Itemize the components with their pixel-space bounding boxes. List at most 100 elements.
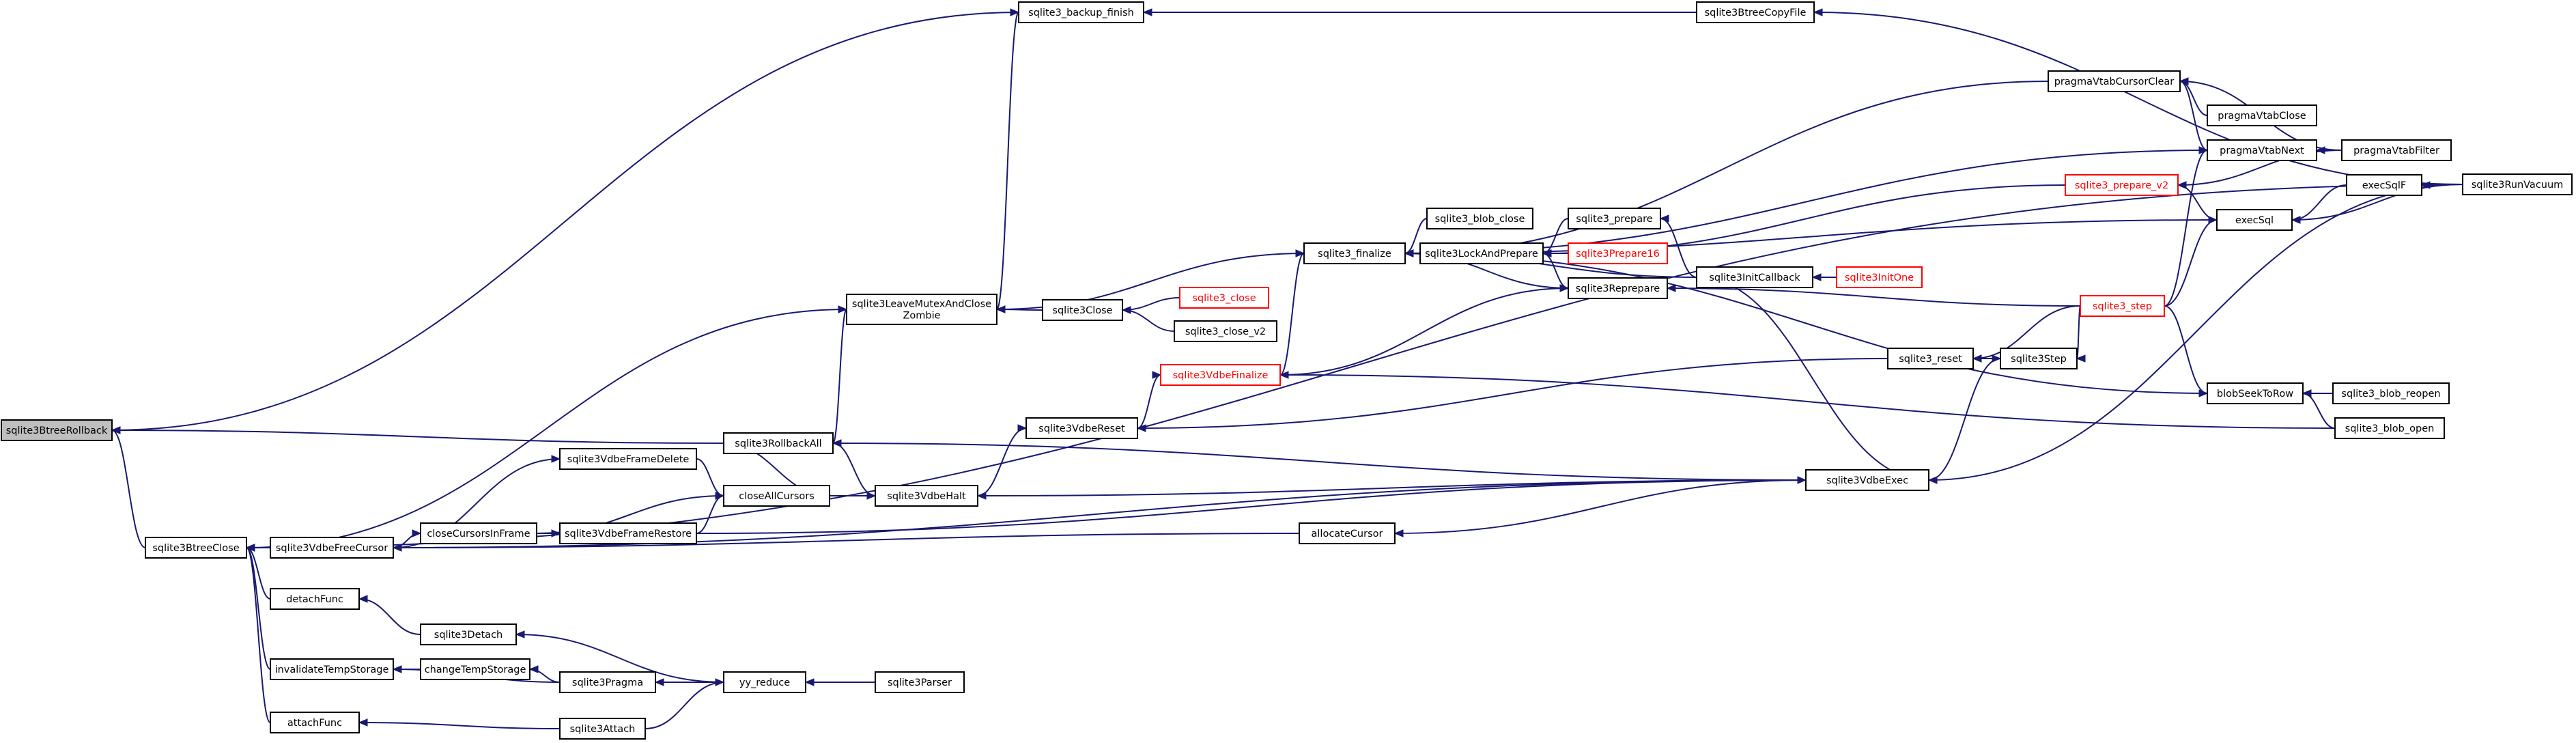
- node-copyfile[interactable]: sqlite3BtreeCopyFile: [1696, 1, 1815, 23]
- node-vdbefreecursor[interactable]: sqlite3VdbeFreeCursor: [270, 537, 394, 559]
- node-label-rollbackall: sqlite3RollbackAll: [735, 438, 821, 449]
- node-vdbeframedelete[interactable]: sqlite3VdbeFrameDelete: [559, 448, 697, 470]
- node-step[interactable]: sqlite3_step: [2080, 295, 2165, 317]
- edge-vdbeexec-to-sqlite3step: [1928, 358, 2001, 481]
- edge-invalidatetemp-to-btreeclose: [246, 547, 271, 670]
- edge-vdbehalt-to-rollbackall: [832, 443, 876, 496]
- edge-attach-to-attachfunc: [358, 722, 561, 729]
- node-attachfunc[interactable]: attachFunc: [270, 712, 360, 733]
- node-vdbefinalize[interactable]: sqlite3VdbeFinalize: [1160, 364, 1281, 386]
- node-pvclose[interactable]: pragmaVtabClose: [2207, 104, 2317, 126]
- node-changetemp[interactable]: changeTempStorage: [420, 658, 530, 680]
- node-detachfunc[interactable]: detachFunc: [270, 588, 360, 610]
- arrowhead-reset-to-vdbereset: [1136, 424, 1146, 432]
- edge-detachfunc-to-btreeclose: [246, 547, 271, 600]
- arrowhead-pvfilter-to-pvcursorclear: [2179, 77, 2189, 85]
- node-rollback[interactable]: sqlite3BtreeRollback: [1, 419, 113, 441]
- arrowhead-parser-to-yyreduce: [804, 678, 815, 686]
- node-blobopen[interactable]: sqlite3_blob_open: [2334, 417, 2445, 439]
- edge-blobseektorow-to-finalize: [1404, 253, 2208, 394]
- node-box-pvfilter: [2341, 139, 2452, 161]
- node-yyreduce[interactable]: yy_reduce: [723, 671, 806, 693]
- node-label-backupfinish: sqlite3_backup_finish: [1028, 8, 1134, 18]
- node-label-runvacuum: sqlite3RunVacuum: [2472, 180, 2564, 191]
- node-vdbeexec[interactable]: sqlite3VdbeExec: [1805, 469, 1929, 491]
- arrowhead-vdbeframerestore-to-closeallcursors: [715, 492, 725, 500]
- arrowhead-preparev2-to-lockandprepare: [1542, 249, 1552, 257]
- node-label-attachfunc: attachFunc: [287, 718, 342, 729]
- node-runvacuum[interactable]: sqlite3RunVacuum: [2462, 173, 2573, 195]
- node-btreeclose[interactable]: sqlite3BtreeClose: [145, 537, 247, 559]
- node-reset[interactable]: sqlite3_reset: [1887, 348, 1974, 369]
- arrowhead-pvcursorclear-to-pvnext: [2198, 146, 2209, 154]
- node-blobreopen[interactable]: sqlite3_blob_reopen: [2332, 382, 2450, 404]
- arrowhead-execsql-to-finalize: [1404, 249, 1414, 257]
- node-sqlite3step[interactable]: sqlite3Step: [2000, 348, 2078, 369]
- node-box-finalize: [1303, 242, 1406, 264]
- node-vdbehalt[interactable]: sqlite3VdbeHalt: [875, 485, 978, 507]
- node-label-vdbeframedelete: sqlite3VdbeFrameDelete: [567, 454, 690, 465]
- node-closecursorsinframe[interactable]: closeCursorsInFrame: [420, 522, 537, 544]
- arrowhead-closeallcursors-to-vdbehalt: [866, 492, 877, 500]
- node-vdbeframerestore[interactable]: sqlite3VdbeFrameRestore: [559, 522, 697, 544]
- node-closeallcursors[interactable]: closeAllCursors: [723, 485, 830, 507]
- node-execsqlf[interactable]: execSqlF: [2346, 174, 2422, 196]
- node-label-btreeclose: sqlite3BtreeClose: [152, 543, 239, 554]
- arrowhead-blobopen-to-vdbefinalize: [1279, 371, 1289, 379]
- node-closev2[interactable]: sqlite3_close_v2: [1174, 320, 1277, 342]
- node-prepare[interactable]: sqlite3_prepare: [1568, 208, 1661, 229]
- node-allocatecursor[interactable]: allocateCursor: [1299, 522, 1396, 544]
- node-label-initone: sqlite3InitOne: [1845, 272, 1914, 283]
- node-label-detachfunc: detachFunc: [286, 594, 343, 605]
- node-blobseektorow[interactable]: blobSeekToRow: [2207, 382, 2304, 404]
- node-invalidatetemp[interactable]: invalidateTempStorage: [270, 658, 394, 680]
- node-lockandprepare[interactable]: sqlite3LockAndPrepare: [1419, 242, 1544, 264]
- node-prepare16[interactable]: sqlite3Prepare16: [1568, 242, 1668, 264]
- node-finalize[interactable]: sqlite3_finalize: [1303, 242, 1406, 264]
- node-label-reprepare: sqlite3Reprepare: [1576, 283, 1660, 294]
- node-box-rollbackall: [723, 432, 834, 454]
- node-reprepare[interactable]: sqlite3Reprepare: [1568, 277, 1668, 299]
- node-pvcursorclear[interactable]: pragmaVtabCursorClear: [2048, 70, 2181, 92]
- node-box-closecursorsinframe: [420, 522, 537, 544]
- node-preparev2[interactable]: sqlite3_prepare_v2: [2065, 174, 2179, 196]
- node-pvnext[interactable]: pragmaVtabNext: [2207, 139, 2317, 161]
- arrowhead-rollbackall-to-leavemutex: [838, 305, 848, 313]
- arrowhead-leavemutex-to-backupfinish: [1010, 8, 1020, 16]
- arrowhead-vdbefinalize-to-finalize: [1295, 249, 1305, 257]
- node-box-blobclose: [1426, 208, 1533, 229]
- edge-vdbefinalize-to-reprepare: [1279, 288, 1569, 376]
- node-pvfilter[interactable]: pragmaVtabFilter: [2341, 139, 2452, 161]
- node-label-sqlite3close: sqlite3Close: [1052, 305, 1112, 316]
- node-close[interactable]: sqlite3_close: [1179, 287, 1269, 309]
- node-backupfinish[interactable]: sqlite3_backup_finish: [1018, 1, 1144, 23]
- node-box-preparev2: [2065, 174, 2179, 196]
- arrowhead-initone-to-initcallback: [1811, 273, 1822, 281]
- node-sqlite3close[interactable]: sqlite3Close: [1042, 299, 1123, 321]
- node-box-vdbeexec: [1805, 469, 1929, 491]
- node-box-pragma: [559, 671, 656, 693]
- node-rollbackall[interactable]: sqlite3RollbackAll: [723, 432, 834, 454]
- node-pragma[interactable]: sqlite3Pragma: [559, 671, 656, 693]
- node-label-pvcursorclear: pragmaVtabCursorClear: [2054, 76, 2175, 87]
- node-box-detachfunc: [270, 588, 360, 610]
- edge-step-to-reprepare: [1667, 288, 2081, 307]
- node-box-execsqlf: [2346, 174, 2422, 196]
- edge-execsql-to-preparev2: [2177, 184, 2218, 221]
- node-initcallback[interactable]: sqlite3InitCallback: [1696, 266, 1813, 288]
- node-box-reprepare: [1568, 277, 1668, 299]
- node-vdbereset[interactable]: sqlite3VdbeReset: [1025, 417, 1138, 439]
- node-detach[interactable]: sqlite3Detach: [420, 623, 517, 645]
- arrowhead-attach-to-yyreduce: [715, 678, 725, 686]
- node-label-closev2: sqlite3_close_v2: [1185, 326, 1266, 337]
- node-execsql[interactable]: execSql: [2216, 209, 2293, 231]
- node-attach[interactable]: sqlite3Attach: [559, 718, 646, 740]
- node-label-vdbeexec: sqlite3VdbeExec: [1826, 475, 1908, 486]
- arrowhead-vdbeexec-to-rollbackall: [832, 439, 842, 447]
- arrowhead-vdbefreecursor-to-vdbeframedelete: [551, 455, 561, 463]
- node-initone[interactable]: sqlite3InitOne: [1836, 266, 1923, 288]
- node-blobclose[interactable]: sqlite3_blob_close: [1426, 208, 1533, 229]
- edge-btreeclose-to-rollback: [111, 430, 146, 548]
- node-parser[interactable]: sqlite3Parser: [875, 671, 965, 693]
